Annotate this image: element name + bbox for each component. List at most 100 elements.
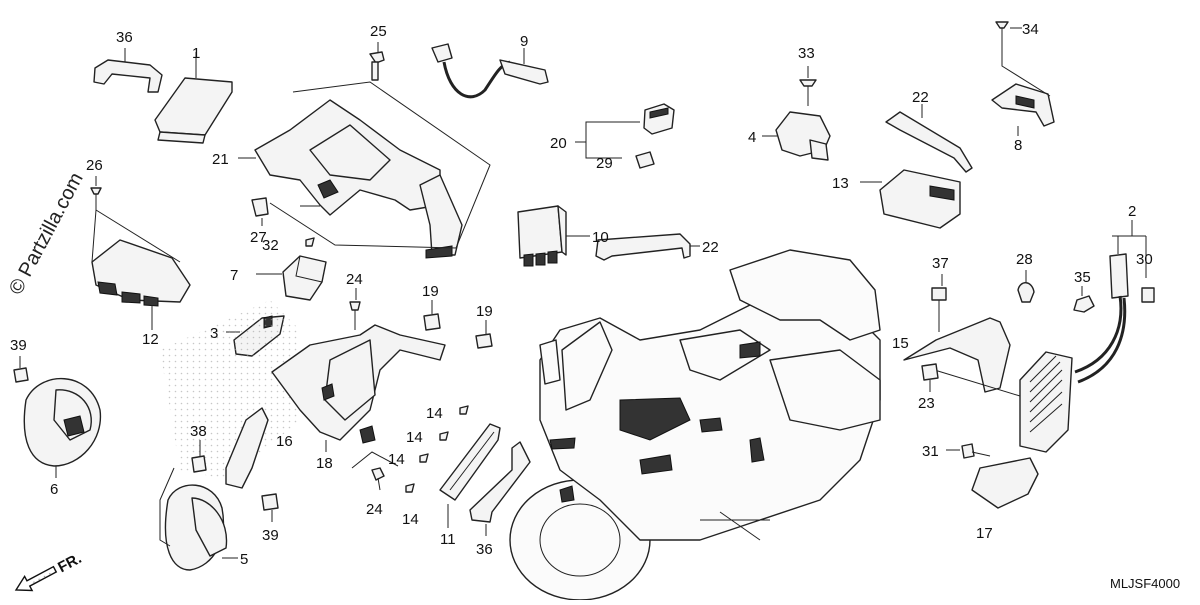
part-25-bolt bbox=[369, 51, 385, 81]
motorcycle-illustration bbox=[509, 249, 881, 601]
part-30-clip bbox=[1141, 287, 1155, 303]
callout-21: 21 bbox=[212, 151, 229, 168]
part-24-bolt-upper bbox=[349, 301, 361, 330]
callout-4: 4 bbox=[748, 129, 756, 146]
callout-8: 8 bbox=[1014, 137, 1022, 154]
diagram-code: MLJSF4000 bbox=[1110, 576, 1180, 591]
part-13-module bbox=[879, 169, 961, 229]
callout-33: 33 bbox=[798, 45, 815, 62]
callout-14-d: 14 bbox=[402, 511, 419, 528]
callout-29: 29 bbox=[596, 155, 613, 172]
part-22-cover-upper bbox=[885, 111, 973, 173]
callout-32: 32 bbox=[262, 237, 279, 254]
front-arrow-label: FR. bbox=[55, 550, 84, 576]
part-11-box bbox=[439, 423, 501, 501]
part-18-main-bracket bbox=[271, 324, 446, 444]
part-6-horn bbox=[23, 378, 102, 467]
part-9-cable bbox=[431, 43, 549, 99]
part-32-screw bbox=[305, 237, 315, 247]
callout-22-lower: 22 bbox=[702, 239, 719, 256]
part-33-screw bbox=[799, 79, 817, 106]
part-29-clip bbox=[635, 151, 655, 169]
callout-24-upper: 24 bbox=[346, 271, 363, 288]
callout-14-c: 14 bbox=[388, 451, 405, 468]
part-10-ecu bbox=[517, 205, 567, 267]
callout-26: 26 bbox=[86, 157, 103, 174]
callout-28: 28 bbox=[1016, 251, 1033, 268]
callout-10: 10 bbox=[592, 229, 609, 246]
part-15-stay bbox=[903, 317, 1011, 393]
part-22-cover-lower bbox=[595, 233, 691, 261]
callout-13: 13 bbox=[832, 175, 849, 192]
callout-35: 35 bbox=[1074, 269, 1091, 286]
callout-19-left: 19 bbox=[422, 283, 439, 300]
part-28-clamp bbox=[1017, 282, 1035, 303]
part-23-bolt bbox=[921, 363, 939, 381]
callout-34: 34 bbox=[1022, 21, 1039, 38]
callout-36: 36 bbox=[116, 29, 133, 46]
front-direction-arrow: FR. bbox=[14, 550, 84, 592]
callout-17: 17 bbox=[976, 525, 993, 542]
part-2-regulator bbox=[1019, 253, 1129, 453]
callout-27: 27 bbox=[250, 229, 267, 246]
callout-15: 15 bbox=[892, 335, 909, 352]
part-2-bracket-line bbox=[1112, 235, 1147, 278]
callout-14-b: 14 bbox=[406, 429, 423, 446]
part-12-control-unit bbox=[91, 209, 191, 307]
callout-2: 2 bbox=[1128, 203, 1136, 220]
part-7-relay bbox=[282, 255, 327, 301]
callout-30: 30 bbox=[1136, 251, 1153, 268]
part-20-sensor bbox=[643, 103, 675, 135]
callout-36-lower: 36 bbox=[476, 541, 493, 558]
callout-18: 18 bbox=[316, 455, 333, 472]
callout-5: 5 bbox=[240, 551, 248, 568]
callout-19-right: 19 bbox=[476, 303, 493, 320]
callout-37: 37 bbox=[932, 255, 949, 272]
callout-7: 7 bbox=[230, 267, 238, 284]
part-17-cover bbox=[971, 457, 1039, 509]
callout-3: 3 bbox=[210, 325, 218, 342]
callout-9: 9 bbox=[520, 33, 528, 50]
callout-22-upper: 22 bbox=[912, 89, 929, 106]
callout-16: 16 bbox=[276, 433, 293, 450]
callout-20: 20 bbox=[550, 135, 567, 152]
part-20-bracket-line bbox=[585, 121, 640, 159]
part-4-map-sensor bbox=[775, 111, 831, 161]
part-19-grommet-a bbox=[423, 313, 441, 331]
callout-39-upper: 39 bbox=[10, 337, 27, 354]
callout-labels: 36 1 25 9 33 34 22 20 4 29 8 26 21 13 2 … bbox=[10, 21, 1153, 568]
part-5-horn bbox=[159, 467, 228, 571]
part-16-horn-bracket bbox=[225, 407, 269, 489]
part-27-clip bbox=[251, 197, 269, 217]
callout-14-a: 14 bbox=[426, 405, 443, 422]
part-1-module bbox=[154, 77, 233, 144]
callout-11: 11 bbox=[440, 531, 456, 548]
watermark: © Partzilla.com bbox=[5, 169, 88, 298]
part-34-screw bbox=[995, 21, 1009, 42]
part-14-clips bbox=[405, 405, 469, 493]
callout-1: 1 bbox=[192, 45, 200, 62]
part-35-nut bbox=[1073, 295, 1095, 313]
part-39-bolt-upper bbox=[13, 367, 29, 383]
callout-23: 23 bbox=[918, 395, 935, 412]
part-39-bolt-lower bbox=[261, 493, 279, 511]
part-24-bolt-lower bbox=[371, 467, 385, 491]
part-26-bolt bbox=[90, 187, 102, 210]
callout-24-lower: 24 bbox=[366, 501, 383, 518]
part-31-screw bbox=[961, 443, 991, 459]
part-8-bracket-sensor bbox=[991, 42, 1055, 127]
callout-31: 31 bbox=[922, 443, 939, 460]
part-36-bracket-lower bbox=[469, 441, 531, 523]
part-37-bolt bbox=[931, 287, 947, 332]
callout-39-lower: 39 bbox=[262, 527, 279, 544]
callout-6: 6 bbox=[50, 481, 58, 498]
part-38-bolt bbox=[191, 455, 207, 473]
mounting-area-dots bbox=[160, 300, 300, 480]
callout-25: 25 bbox=[370, 23, 387, 40]
part-36-bracket bbox=[93, 59, 163, 93]
callout-38: 38 bbox=[190, 423, 207, 440]
part-19-grommet-b bbox=[475, 333, 493, 349]
callout-12: 12 bbox=[142, 331, 159, 348]
part-21-frame bbox=[254, 81, 491, 259]
